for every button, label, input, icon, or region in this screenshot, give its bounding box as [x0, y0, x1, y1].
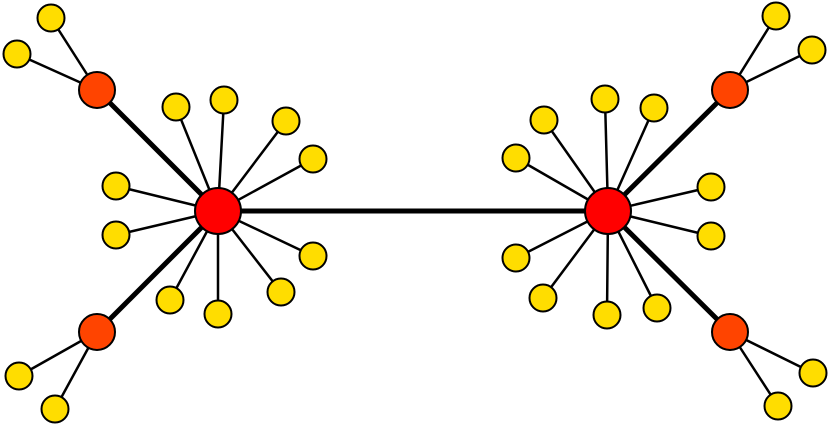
node-leaf-rt-1: [761, 1, 791, 31]
node-subhub-right-bottom: [711, 313, 749, 351]
node-hub-left: [194, 187, 242, 235]
node-leaf-l-6: [101, 220, 131, 250]
node-leaf-l-1: [161, 92, 191, 122]
node-leaf-rb-2: [763, 391, 793, 421]
node-leaf-l-3: [271, 106, 301, 136]
node-hub-right: [584, 187, 632, 235]
edge-hub-right-to-subhub-right-bottom: [605, 208, 733, 335]
node-leaf-lt-1: [36, 3, 66, 33]
edge-hub-right-to-subhub-right-top: [605, 87, 733, 214]
node-leaf-r-9: [642, 293, 672, 323]
edge-hub-left-to-subhub-left-top: [94, 87, 221, 214]
node-leaf-l-2: [209, 85, 239, 115]
node-leaf-lb-1: [4, 361, 34, 391]
node-subhub-left-bottom: [78, 313, 116, 351]
node-leaf-r-4: [501, 143, 531, 173]
node-leaf-l-4: [298, 144, 328, 174]
edge-hub-left-to-subhub-left-bottom: [94, 208, 221, 335]
node-leaf-l-7: [298, 241, 328, 271]
node-leaf-rt-2: [797, 35, 827, 65]
node-leaf-r-5: [696, 172, 726, 202]
node-leaf-r-6: [696, 221, 726, 251]
node-leaf-lb-2: [40, 394, 70, 424]
node-leaf-l-9: [155, 285, 185, 315]
node-leaf-r-7: [501, 243, 531, 273]
node-leaf-r-1: [529, 105, 559, 135]
node-leaf-l-8: [266, 277, 296, 307]
node-leaf-rb-1: [798, 358, 828, 388]
node-leaf-r-8: [528, 283, 558, 313]
node-subhub-right-top: [711, 71, 749, 109]
node-subhub-left-top: [78, 71, 116, 109]
node-leaf-l-10: [203, 299, 233, 329]
node-leaf-lt-2: [2, 39, 32, 69]
node-leaf-r-3: [639, 93, 669, 123]
node-leaf-r-2: [590, 84, 620, 114]
node-leaf-r-10: [592, 300, 622, 330]
node-leaf-l-5: [101, 171, 131, 201]
